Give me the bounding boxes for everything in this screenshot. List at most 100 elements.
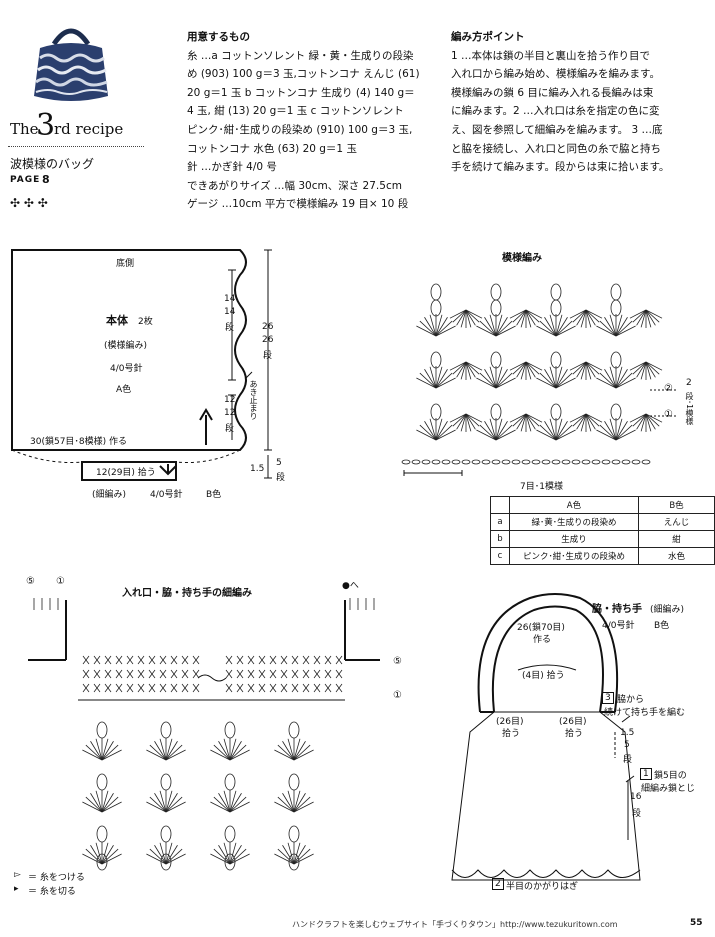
chain-stitch (491, 459, 501, 465)
stitch-line (525, 361, 540, 375)
single-crochet (82, 655, 90, 665)
materials-line: ゲージ …10cm 平方で模様編み 19 目× 10 段 (187, 198, 409, 211)
stitch-line (419, 372, 437, 389)
body-hook: 4/0号針 (110, 364, 143, 374)
single-crochet (148, 669, 156, 679)
foundation-chain: 30(鎖57目･8模様) 作る (30, 437, 128, 447)
chain-stitch (631, 459, 641, 465)
recipe-suffix: rd recipe (54, 120, 124, 138)
stitch-line (218, 741, 231, 761)
chain-loop (550, 403, 562, 421)
legend-cut-icon: ▸ (14, 884, 19, 894)
single-crochet (236, 655, 244, 665)
footer-text: ハンドクラフトを楽しむウェブサイト「手づくりタウン」http://www.tez… (292, 920, 618, 929)
single-crochet (115, 655, 123, 665)
stitch-line (615, 325, 636, 337)
stitch-line (636, 361, 647, 378)
legend-attach: ＝ 糸をつける (28, 873, 85, 883)
stitch-line (229, 796, 247, 813)
stitch-line (101, 796, 119, 813)
table-row: a 緑･黄･生成りの段染め えんじ (490, 513, 715, 531)
handle-pick26-right: (26目) (559, 717, 587, 727)
edge-marker-1-left: ① (56, 576, 65, 587)
stitch-line (580, 413, 587, 432)
ornament: ✣ ✣ ✣ (10, 196, 48, 210)
chain-loop (490, 299, 502, 317)
stitch-line (293, 749, 314, 761)
stitch-line (525, 413, 540, 427)
stitch-line (435, 320, 453, 337)
edge-marker-1-right: ① (393, 690, 402, 701)
handle-h16-unit: 段 (632, 809, 642, 819)
stitch-line (274, 853, 295, 865)
single-crochet (269, 683, 277, 693)
yarn-table-cell: 紺 (638, 530, 715, 548)
points-heading: 編み方ポイント (451, 31, 525, 43)
stitch-line (585, 361, 600, 375)
stitch-line (165, 744, 183, 761)
stitch-line (580, 309, 587, 328)
stitch-line (101, 853, 122, 865)
yarn-table-cell: A色 (508, 496, 640, 514)
body-stitch: (模様編み) (104, 341, 148, 351)
materials-line: 糸 …a コットンソレント 緑・黄・生成りの段染 (187, 49, 414, 62)
stitch-line (293, 793, 306, 813)
stitch-line (229, 741, 242, 761)
handle-h15: 1.5 (620, 728, 635, 738)
chain-stitch (531, 459, 541, 465)
single-crochet (170, 655, 178, 665)
materials-line: コットンコナ 水色 (63) 20 g＝1 玉 (187, 142, 357, 155)
stitch-line (460, 309, 467, 328)
stitch-line (452, 413, 467, 427)
stitch-line (287, 842, 295, 865)
stitch-line (539, 372, 557, 389)
stitch-line (476, 325, 497, 337)
single-crochet (258, 669, 266, 679)
stitch-line (229, 749, 250, 761)
stitch-line (282, 793, 295, 813)
stitch-line (525, 309, 532, 328)
legend-cut: ＝ 糸を切る (28, 887, 76, 897)
handle-note2: 半目のかがりはぎ (506, 882, 579, 892)
footer-page-number: 55 (690, 918, 703, 928)
stitch-line (615, 369, 628, 389)
single-crochet (159, 655, 167, 665)
stitch-line (555, 421, 568, 441)
stitch-line (287, 790, 295, 813)
points-block: 編み方ポイント 1 …本体は鎖の半目と裏山を拾う作り目で 入れ口から編み始め、模… (451, 28, 701, 177)
chain-loop (610, 299, 622, 317)
handle-pick4: (4目) 拾う (522, 671, 565, 681)
chain-loop (160, 825, 172, 843)
stitch-line (536, 325, 557, 337)
chain-loop (430, 403, 442, 421)
stitch-line (293, 738, 301, 761)
recipe-prefix: The (10, 120, 39, 138)
stitch-line (569, 361, 587, 371)
stitch-line (165, 738, 173, 761)
single-crochet (104, 655, 112, 665)
stitch-line (101, 801, 122, 813)
stitch-line (165, 741, 178, 761)
stitch-line (159, 738, 167, 761)
stitch-line (645, 361, 660, 375)
stitch-line (159, 790, 167, 813)
stitch-line (585, 309, 603, 319)
points-line: え、図を参照して細編みを編みます。 3 …底 (451, 123, 663, 136)
stitch-line (154, 793, 167, 813)
stitch-line (229, 848, 247, 865)
stitch-line (101, 793, 114, 813)
chain-stitch (591, 459, 601, 465)
stitch-line (419, 320, 437, 337)
single-crochet (324, 655, 332, 665)
stitch-line (435, 314, 443, 337)
stitch-line (489, 314, 497, 337)
single-crochet (170, 655, 178, 665)
single-crochet (126, 683, 134, 693)
handle-h5-unit: 段 (623, 755, 633, 765)
chain-loop (288, 825, 300, 843)
handle-chain: 26(鎖70目) (517, 623, 565, 633)
chain-stitch (571, 459, 581, 465)
stitch-line (429, 314, 437, 337)
stitch-line (293, 848, 311, 865)
chain-loop (224, 825, 236, 843)
